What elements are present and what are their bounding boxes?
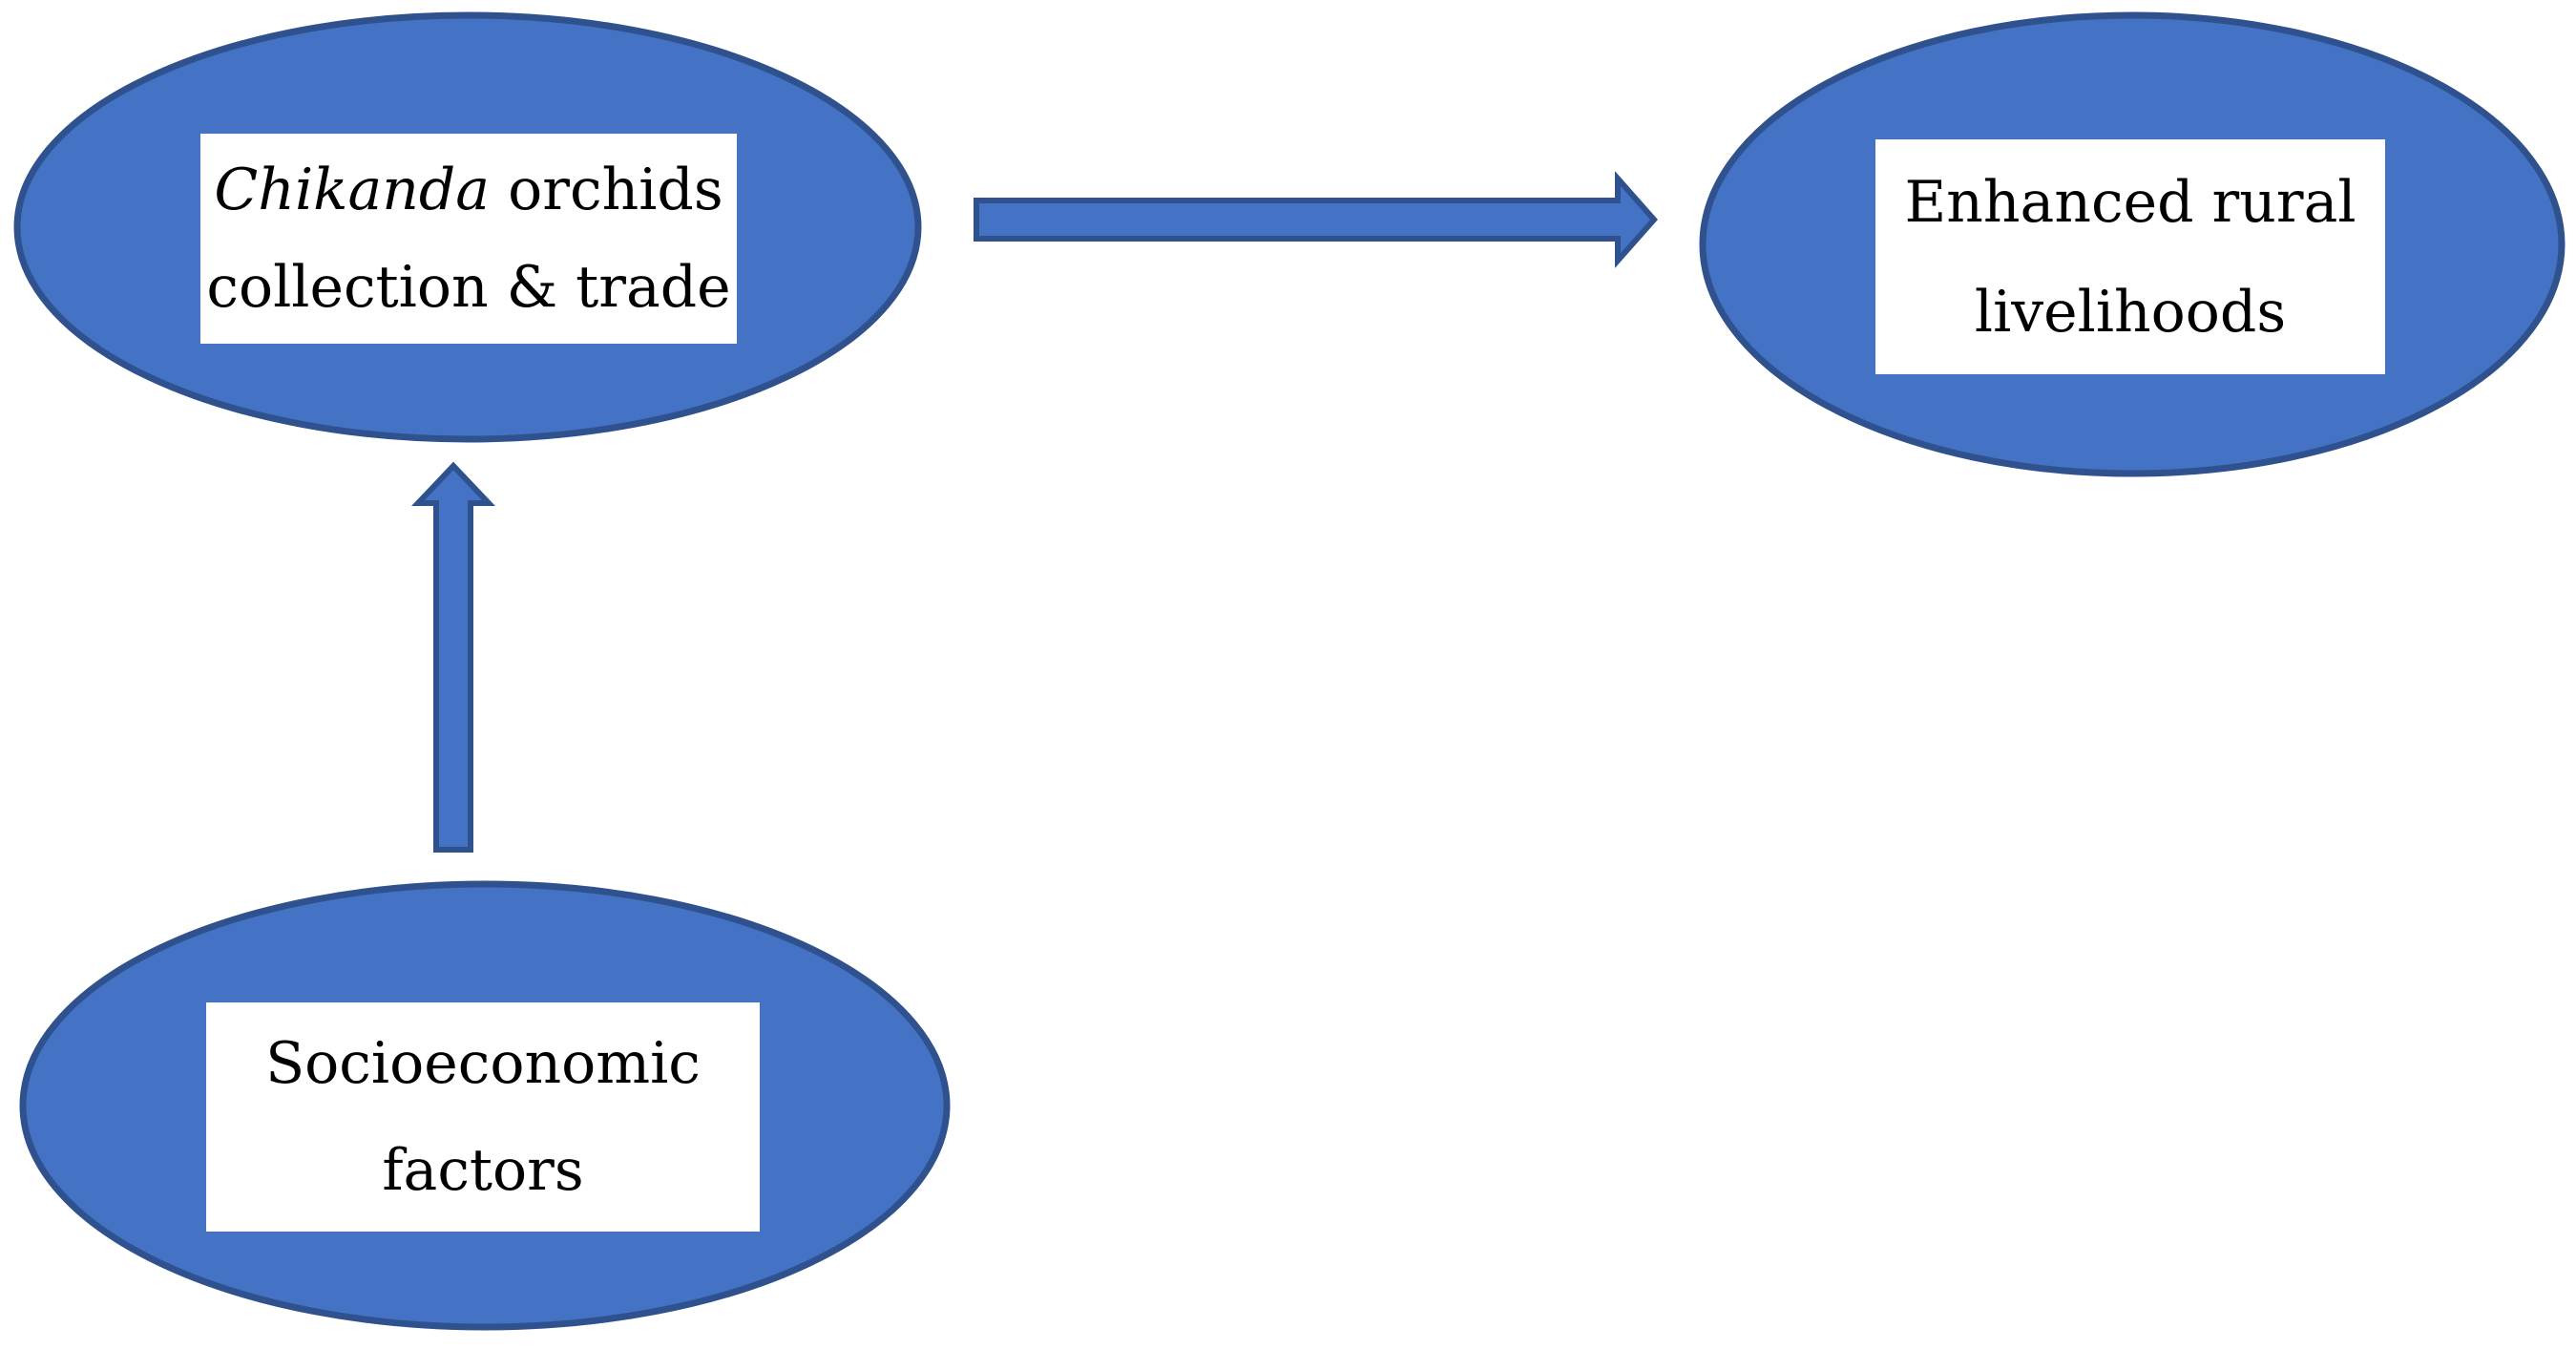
node-socioeconomic-label-line2: factors xyxy=(382,1137,584,1204)
node-chikanda-label-line1-rest: orchids xyxy=(490,157,723,223)
node-livelihoods-label-line1: Enhanced rural xyxy=(1904,168,2356,236)
node-chikanda-label-line2: collection & trade xyxy=(206,254,731,321)
node-livelihoods-label: Enhanced rural livelihoods xyxy=(1875,139,2385,374)
arrow-socioeconomic-to-chikanda xyxy=(411,461,495,853)
arrow-chikanda-to-livelihoods xyxy=(974,171,1659,268)
node-chikanda-label-line1: Chikanda orchids xyxy=(214,158,723,221)
node-socioeconomic-label: Socioeconomic factors xyxy=(206,1002,760,1232)
node-livelihoods-label-line2: livelihoods xyxy=(1974,278,2287,346)
node-chikanda-label: Chikanda orchids collection & trade xyxy=(200,134,737,344)
node-chikanda-italic-term: Chikanda xyxy=(214,157,491,223)
node-socioeconomic-label-line1: Socioeconomic xyxy=(265,1030,701,1097)
